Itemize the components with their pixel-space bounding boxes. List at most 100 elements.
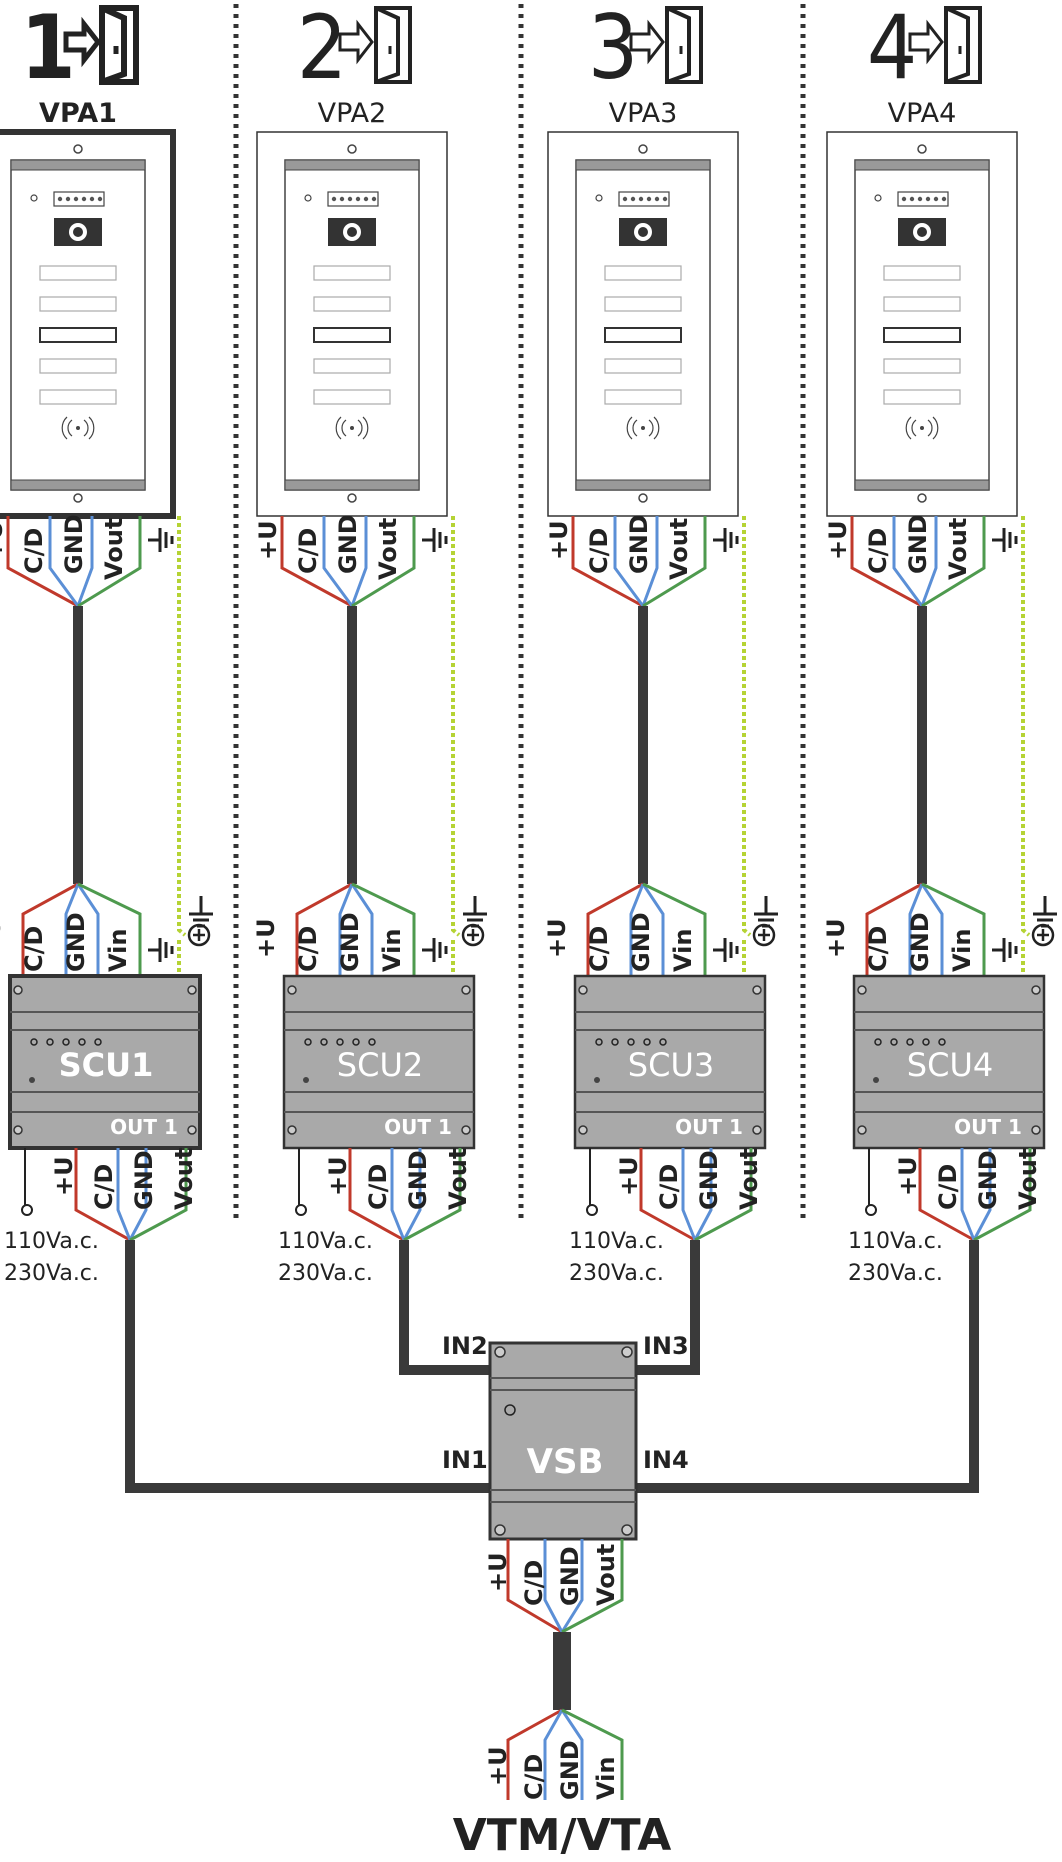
- scu-label: SCU2: [337, 1046, 423, 1084]
- panel-face: [854, 159, 990, 491]
- door-panel-vpa2: [256, 131, 448, 517]
- terminal-label: +U: [50, 1156, 78, 1196]
- panel-bottom-grille: [575, 479, 711, 491]
- speaker-grille-icon: [327, 191, 379, 207]
- wire-green: [561, 1539, 624, 1634]
- out-label: OUT 1: [675, 1115, 743, 1139]
- terminal-label: +U: [0, 520, 8, 560]
- speaker-grille-icon: [53, 191, 105, 207]
- ground-icon: [422, 938, 448, 962]
- terminal-label: GND: [60, 514, 88, 574]
- screw-icon: [917, 493, 927, 503]
- power-label-110: 110Va.c.: [278, 1229, 373, 1254]
- terminal-label: Vout: [170, 1148, 198, 1210]
- led-icon: [659, 1038, 667, 1046]
- screw-icon: [13, 985, 23, 995]
- column-dividers: [233, 4, 806, 1222]
- terminal-label: +U: [484, 1552, 512, 1592]
- name-slot: [604, 327, 682, 343]
- led-icon: [938, 1038, 946, 1046]
- name-slot: [604, 265, 682, 281]
- screw-icon: [578, 1125, 588, 1135]
- screw-icon: [461, 1125, 471, 1135]
- screw-icon: [857, 985, 867, 995]
- terminal-label: GND: [62, 912, 90, 972]
- earth-wire: [1021, 516, 1031, 937]
- vsb-label: VSB: [527, 1442, 604, 1482]
- screw-icon: [187, 985, 197, 995]
- screw-icon: [461, 985, 471, 995]
- led-icon: [94, 1038, 102, 1046]
- terminal-label: GND: [336, 912, 364, 972]
- led-icon: [922, 1038, 930, 1046]
- terminal-label: Vout: [444, 1148, 472, 1210]
- ground-icon: [1033, 896, 1057, 928]
- wire-red: [21, 882, 79, 976]
- wire-red: [850, 516, 923, 608]
- wire-blue: [960, 1148, 976, 1241]
- name-slot: [883, 389, 961, 405]
- ground-icon: [992, 528, 1018, 552]
- terminal-label: C/D: [520, 1560, 548, 1606]
- screw-icon: [752, 1125, 762, 1135]
- terminal-label: Vout: [944, 518, 972, 580]
- wire-red: [865, 882, 923, 976]
- led-icon: [504, 1404, 516, 1416]
- panel-face: [284, 159, 420, 491]
- door-enter-icon: [908, 6, 982, 84]
- wire-blue: [350, 883, 374, 976]
- screw-icon: [13, 1125, 23, 1135]
- in1-label: IN1: [442, 1446, 488, 1474]
- wire-blue: [908, 883, 924, 976]
- screw-icon: [638, 493, 648, 503]
- ground-icon: [463, 896, 487, 928]
- screw-icon: [73, 493, 83, 503]
- terminal-label: C/D: [90, 1164, 118, 1210]
- wire-green: [642, 882, 707, 976]
- led-icon: [320, 1038, 328, 1046]
- ground-icon: [754, 896, 778, 928]
- wire-blue: [48, 516, 80, 607]
- terminal-label: +U: [822, 918, 850, 958]
- ground-icon: [992, 938, 1018, 962]
- vsb-body: [488, 1341, 638, 1541]
- cable-in3: [636, 1240, 700, 1375]
- terminal-label: C/D: [585, 926, 613, 972]
- terminal-label: GND: [974, 1150, 1002, 1210]
- terminal-label: +U: [545, 520, 573, 560]
- ground-icon: [713, 528, 739, 552]
- wire-blue: [322, 516, 354, 607]
- power-label-110: 110Va.c.: [848, 1229, 943, 1254]
- wire-blue: [76, 516, 94, 607]
- name-slot: [39, 358, 117, 374]
- name-slot: [883, 327, 961, 343]
- screw-icon: [347, 493, 357, 503]
- cable-in1: [125, 1240, 490, 1493]
- led-icon: [643, 1038, 651, 1046]
- name-slot: [313, 327, 391, 343]
- terminal-label: +U: [484, 1746, 512, 1786]
- screw-icon: [578, 985, 588, 995]
- panel-label: VPA3: [609, 98, 678, 129]
- wire-blue: [629, 883, 645, 976]
- terminal-label: Vin: [104, 929, 132, 972]
- panel-label: VPA1: [39, 98, 117, 129]
- led-icon: [352, 1038, 360, 1046]
- screw-icon: [1031, 985, 1041, 995]
- terminal-label: Vin: [378, 929, 406, 972]
- wire-blue: [613, 516, 645, 607]
- wire-green: [77, 516, 142, 608]
- terminal-label: +U: [824, 520, 852, 560]
- panel-bottom-grille: [284, 479, 420, 491]
- wire-blue: [681, 1148, 697, 1241]
- wire-red: [918, 1148, 975, 1242]
- door-panel-vpa4: [826, 131, 1018, 517]
